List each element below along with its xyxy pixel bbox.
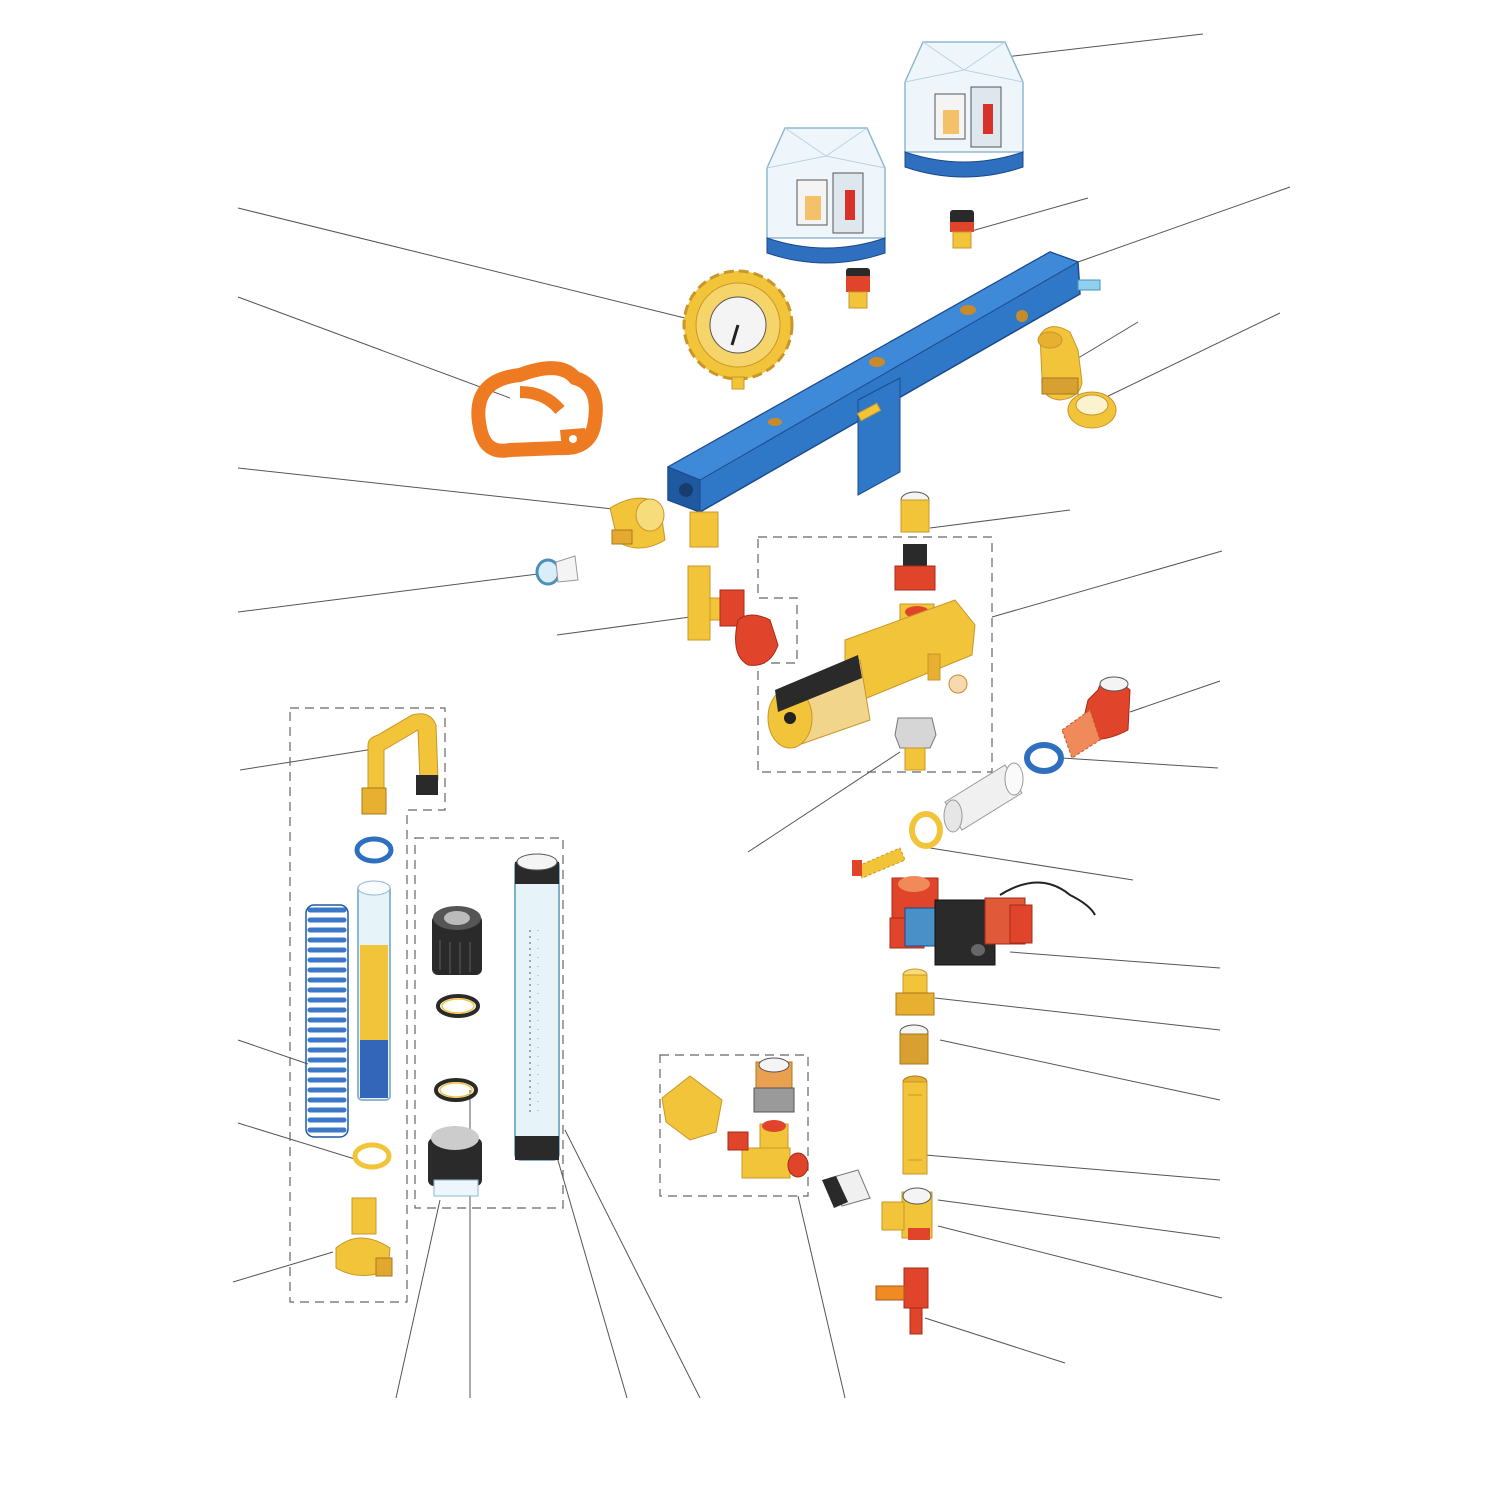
group-box-ball-valve [659,1054,809,1197]
leader-line [237,467,623,511]
bracket-clamp [471,361,603,458]
hose-nipple [852,847,906,879]
leader-line [991,550,1223,618]
leader-line [1077,186,1291,263]
leader-line [937,1199,1221,1239]
hose-tube [943,762,1024,833]
level-tube [514,853,560,1161]
reducer-top [900,491,930,533]
sight-glass-elbow [361,713,439,815]
leader-line [924,1154,1221,1181]
o-ring-bottom [434,1078,478,1102]
tee-fitting [881,1187,933,1240]
leader-line [564,1129,701,1399]
gland-nut-top [432,906,482,975]
leader-line [395,1199,441,1399]
nipple-left [846,268,870,309]
hose-elbow [1061,676,1131,759]
pressure-gauge [682,269,794,390]
leader-line [929,509,1071,529]
ball-valve-group [661,1057,809,1179]
leader-line [237,296,511,399]
manifold [666,251,1101,548]
elbow-fitting-right [1037,326,1083,401]
leader-line [1004,33,1204,58]
leader-line [1074,321,1139,361]
drain-cock [875,1267,929,1335]
nipple-grey [899,1024,929,1065]
plug [535,555,579,586]
pressure-switch-left [766,127,886,264]
leader-line [1129,680,1221,713]
nipple-right [950,210,974,249]
leader-line [937,1225,1223,1299]
drain-valve [687,565,779,666]
leader-line [924,1317,1066,1364]
o-ring-top [436,994,480,1018]
group-box-sight-glass [289,707,446,1303]
spring-guard [305,904,349,1138]
hose-clip-brass [909,811,943,849]
leader-line [556,616,691,636]
bolt [894,717,937,771]
leader-line [934,997,1221,1031]
leader-line [237,207,694,321]
leader-line [237,573,539,613]
leader-line [239,747,381,771]
pressure-switch-right [904,41,1024,178]
filter-regulator [767,599,976,749]
cap-right [1067,391,1117,429]
leader-line [237,1039,309,1065]
quick-coupler-left [609,497,666,549]
hose-clip-blue [1024,742,1064,774]
adapter-red [894,544,936,591]
gland-nut-bottom [428,1126,482,1197]
leader-lines [232,33,1291,1399]
leader-line [237,1122,359,1161]
leader-line [232,1251,334,1283]
leader-line [929,847,1134,881]
leader-line [967,197,1089,233]
solenoid-valve [889,876,1096,966]
leader-line [554,1149,628,1399]
hose-clip-bottom [352,1142,392,1170]
reducer-bush [895,968,935,1016]
sight-glass-tube [357,880,391,1101]
group-box-level-tube [414,837,564,1209]
leader-line [939,1039,1221,1101]
leader-line [1061,757,1219,769]
short-nipple-grey [822,1169,871,1208]
quick-coupler-bottom [335,1197,393,1277]
hose-clip-top [354,836,394,864]
leader-line [797,1195,846,1399]
leader-line [1099,312,1281,401]
long-nipple [902,1075,928,1175]
leader-line [747,751,901,853]
leader-line [1009,951,1221,969]
